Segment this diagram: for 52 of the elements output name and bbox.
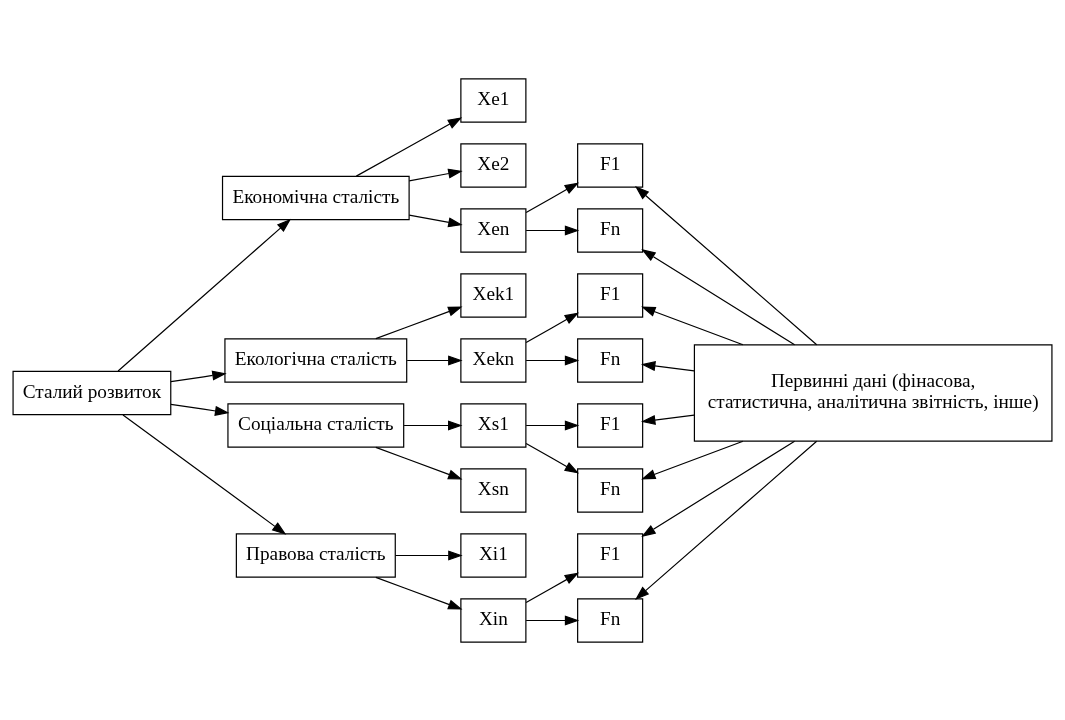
arrow — [634, 440, 818, 600]
arrow — [641, 440, 796, 537]
node-box: F1 — [577, 402, 644, 448]
arrow — [170, 403, 230, 416]
node-box: Xen — [460, 207, 527, 253]
arrow — [408, 168, 463, 181]
arrow — [394, 549, 463, 561]
node-box: Xek1 — [460, 272, 527, 318]
arrow — [375, 576, 463, 609]
node-box: Fn — [577, 337, 644, 383]
arrow — [117, 218, 292, 372]
node-box: Соціальна сталість — [227, 402, 405, 448]
arrow — [355, 116, 463, 177]
node-box: Первинні дані (фінасова, статистична, аналітична звітність, інше) — [693, 343, 1053, 442]
arrow — [525, 442, 580, 474]
node-box: Xsn — [460, 467, 527, 513]
arrow — [525, 354, 580, 366]
arrow — [122, 413, 287, 535]
node-box: Сталий розвиток — [12, 370, 172, 415]
arrow — [634, 185, 818, 345]
node-box: Xe1 — [460, 77, 527, 123]
arrow — [525, 224, 580, 236]
arrow — [170, 370, 227, 382]
arrow — [525, 419, 580, 431]
node-box: Економічна сталість — [221, 175, 410, 220]
arrow — [406, 354, 463, 366]
arrow — [640, 360, 695, 371]
arrow — [525, 614, 580, 626]
arrow — [375, 446, 463, 479]
node-box: Xekn — [460, 337, 527, 383]
node-box: Fn — [577, 597, 644, 643]
arrow — [403, 419, 463, 431]
arrow — [641, 440, 744, 479]
node-box: Xin — [460, 597, 527, 643]
arrow — [641, 248, 796, 345]
arrow — [641, 306, 744, 345]
node-box: Fn — [577, 207, 644, 253]
node-box: Xi1 — [460, 532, 527, 578]
node-box: Екологічна сталість — [224, 337, 408, 383]
node-box: F1 — [577, 532, 644, 578]
arrow — [640, 414, 695, 425]
arrow — [408, 214, 463, 227]
node-box: F1 — [577, 272, 644, 318]
arrow — [375, 306, 463, 339]
arrow — [525, 572, 580, 603]
arrow — [525, 181, 580, 213]
arrow — [525, 311, 580, 343]
node-box: Fn — [577, 467, 644, 513]
node-box: Правова сталість — [235, 532, 396, 578]
node-box: F1 — [577, 142, 644, 188]
node-box: Xs1 — [460, 402, 527, 448]
node-box: Xe2 — [460, 142, 527, 188]
